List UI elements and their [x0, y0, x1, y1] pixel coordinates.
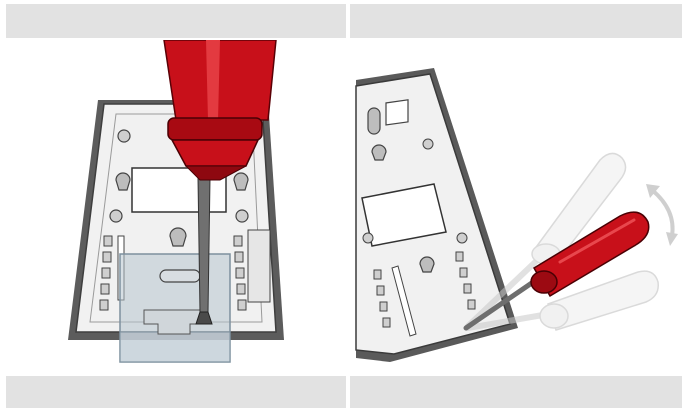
vent-slots-right: [233, 235, 247, 311]
handle-ferrule: [170, 139, 260, 167]
caption-text: [350, 14, 358, 28]
screw-hole: [109, 209, 123, 223]
screw-hole: [117, 129, 131, 143]
caption-bar-bottom-left: [6, 376, 346, 408]
screwdriver-pressing-clip-icon: [68, 40, 284, 363]
keyhole-slot: [169, 227, 187, 247]
long-slot: [391, 265, 417, 337]
screw-hole: [362, 232, 374, 244]
screw-hole: [456, 232, 468, 244]
ghost-screwdriver-lower: [465, 270, 659, 331]
rotation-arrow-icon: [646, 184, 678, 246]
highlight-box-lower: [119, 331, 231, 363]
handle-collar: [530, 270, 558, 294]
keyhole-slot: [371, 144, 387, 161]
clip-slot: [159, 269, 201, 283]
handle-neck: [184, 165, 247, 181]
illustration-right: [350, 40, 682, 374]
screwdriver: [463, 211, 650, 331]
keyhole-slot: [115, 172, 131, 191]
handle-collar: [167, 117, 263, 141]
keyhole-slot: [367, 107, 381, 135]
caption-text: [350, 386, 358, 400]
plate-notch: [385, 99, 409, 126]
caption-bar-bottom-right: [350, 376, 682, 408]
vent-slots-right: [455, 251, 476, 310]
plate-window: [131, 167, 227, 213]
vent-slots-left: [99, 235, 113, 311]
caption-bar-top-left: [6, 4, 346, 38]
screwdriver-tip: [195, 311, 213, 325]
keyhole-slot: [233, 172, 249, 191]
screwdriver-shaft: [463, 273, 545, 331]
handle-highlight: [206, 40, 220, 120]
screwdriver-shaft: [197, 177, 211, 313]
ghost-screwdriver-upper: [465, 152, 627, 329]
caption-text: [6, 14, 14, 28]
plate-window: [361, 183, 447, 247]
screw-hole: [422, 138, 434, 150]
keyhole-slot: [419, 256, 435, 273]
caption-bar-top-right: [350, 4, 682, 38]
screw-hole: [235, 209, 249, 223]
caption-text: [6, 386, 14, 400]
vent-slots-left: [373, 269, 391, 328]
handle-highlight: [558, 218, 636, 264]
screwdriver-handle: [163, 40, 277, 121]
screwdriver-handle: [532, 211, 650, 298]
illustration-left: [6, 40, 346, 374]
screwdriver-prying-motion-icon: [355, 68, 678, 362]
side-latch: [247, 229, 271, 303]
